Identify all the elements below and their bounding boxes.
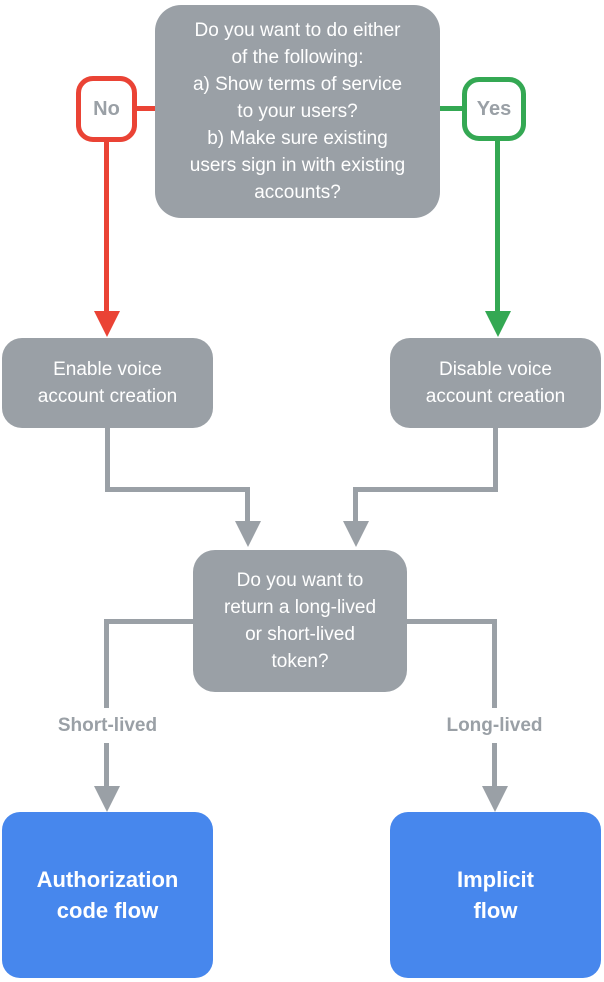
decision-node-terms-question: Do you want to do either of the followin… bbox=[155, 5, 440, 218]
yes-branch-line-vertical bbox=[495, 139, 500, 312]
edge-label-short-lived: Short-lived bbox=[23, 708, 192, 743]
node-enable-voice-account-creation: Enable voice account creation bbox=[2, 338, 213, 428]
disable-out-line-vertical bbox=[493, 427, 498, 492]
no-branch-line-vertical bbox=[104, 140, 109, 312]
edge-label-long-lived: Long-lived bbox=[412, 708, 577, 743]
terminal-node-implicit-flow: Implicit flow bbox=[390, 812, 601, 978]
enable-out-line-vertical bbox=[105, 427, 110, 492]
enable-in-arrowhead-down-icon bbox=[235, 521, 261, 547]
yes-branch-line-horizontal bbox=[439, 106, 464, 111]
enable-out-line-horizontal bbox=[105, 487, 250, 492]
disable-in-line-vertical bbox=[353, 487, 358, 522]
terminal-node-authorization-code-flow: Authorization code flow bbox=[2, 812, 213, 978]
short-lived-line-horizontal bbox=[104, 619, 193, 624]
short-lived-line-vertical bbox=[104, 619, 109, 786]
disable-out-line-horizontal bbox=[353, 487, 498, 492]
long-lived-arrowhead-down-icon bbox=[482, 786, 508, 812]
no-branch-arrowhead-down-icon bbox=[94, 311, 120, 337]
long-lived-line-vertical bbox=[492, 619, 497, 786]
edge-label-no: No bbox=[76, 76, 137, 142]
no-branch-line-horizontal bbox=[134, 106, 156, 111]
decision-node-token-lifetime-question: Do you want to return a long-lived or sh… bbox=[193, 550, 407, 692]
short-lived-arrowhead-down-icon bbox=[94, 786, 120, 812]
node-disable-voice-account-creation: Disable voice account creation bbox=[390, 338, 601, 428]
yes-branch-arrowhead-down-icon bbox=[485, 311, 511, 337]
edge-label-yes: Yes bbox=[462, 77, 526, 141]
enable-in-line-vertical bbox=[245, 487, 250, 522]
long-lived-line-horizontal bbox=[407, 619, 497, 624]
disable-in-arrowhead-down-icon bbox=[343, 521, 369, 547]
